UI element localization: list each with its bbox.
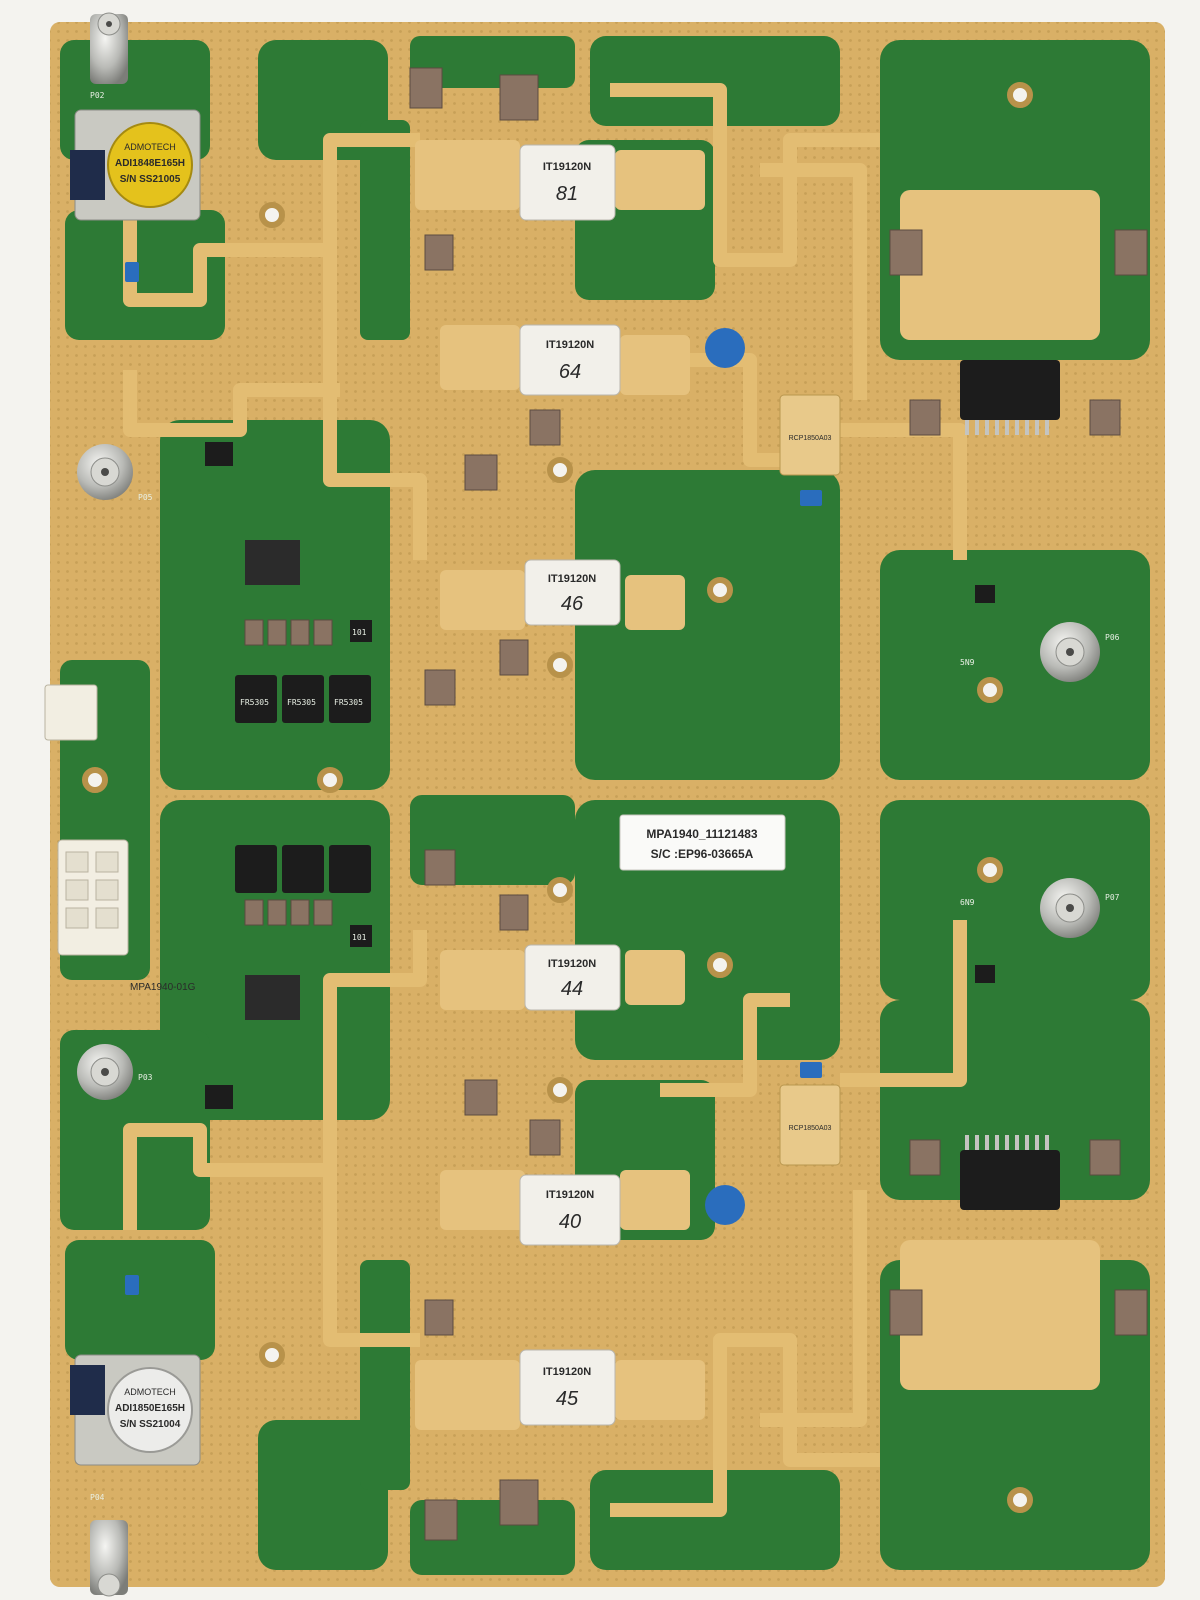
isolator-top: ADMOTECH ADI1848E165H S/N SS21005 xyxy=(70,109,201,221)
coupler-bottom: RCP1850A03 xyxy=(779,1084,841,1166)
port-label-p06: P06 xyxy=(1105,633,1120,642)
transistor-4-note: 44 xyxy=(561,978,583,1000)
transistor-2: IT19120N 64 xyxy=(519,324,621,396)
transistor-1: IT19120N 81 xyxy=(519,144,616,221)
transistor-3-note: 46 xyxy=(561,593,584,615)
port-label-p07: P07 xyxy=(1105,893,1120,902)
port-labels: P02 P05 P03 P04 P06 P07 xyxy=(90,91,1120,1502)
isolator-top-model: ADI1848E165H xyxy=(115,158,185,169)
power-transistors-top: FR5305 FR5305 FR5305 xyxy=(235,675,371,723)
inductor-mark-1: 101 xyxy=(352,628,367,637)
mosfet-top-3: FR5305 xyxy=(334,698,363,707)
port-label-p05: P05 xyxy=(138,493,153,502)
sma-small-1: 5N9 xyxy=(960,658,975,667)
transistor-5: IT19120N 40 xyxy=(519,1174,621,1246)
port-label-p02: P02 xyxy=(90,91,105,100)
power-connector xyxy=(57,839,129,956)
rf-traces xyxy=(123,83,967,1517)
small-components: 101 101 5N9 6N9 xyxy=(205,442,995,1109)
sma-small-2: 6N9 xyxy=(960,898,975,907)
sma-connector-p03 xyxy=(77,1044,133,1100)
coupler-top: RCP1850A03 xyxy=(779,394,841,476)
label-sticker: MPA1940_11121483 S/C :EP96-03665A xyxy=(619,814,786,871)
transistor-6-note: 45 xyxy=(556,1388,579,1410)
mosfet-top-2: FR5305 xyxy=(287,698,316,707)
mounting-holes xyxy=(82,82,1033,1513)
mosfet-top-1: FR5305 xyxy=(240,698,269,707)
isolator-bottom-brand: ADMOTECH xyxy=(124,1387,176,1397)
inductor-mark-2: 101 xyxy=(352,933,367,942)
port-label-p03: P03 xyxy=(138,1073,153,1082)
driver-ic-top xyxy=(960,360,1060,435)
isolator-bottom: ADMOTECH ADI1850E165H S/N SS21004 xyxy=(70,1354,201,1466)
coupler-bottom-label: RCP1850A03 xyxy=(789,1125,832,1132)
sma-connector-p04 xyxy=(90,1520,128,1597)
sma-connector-p06 xyxy=(1040,622,1100,682)
transistor-3-part: IT19120N xyxy=(548,573,596,585)
transistor-5-note: 40 xyxy=(559,1211,581,1233)
isolator-top-serial: S/N SS21005 xyxy=(120,174,181,185)
coupler-top-label: RCP1850A03 xyxy=(789,435,832,442)
transistor-2-part: IT19120N xyxy=(546,339,594,351)
transistor-4-part: IT19120N xyxy=(548,958,596,970)
transistor-4: IT19120N 44 xyxy=(524,944,621,1011)
driver-ic-bottom xyxy=(960,1135,1060,1210)
sma-connector-p02 xyxy=(90,12,128,84)
isolator-bottom-model: ADI1850E165H xyxy=(115,1403,185,1414)
isolator-bottom-serial: S/N SS21004 xyxy=(120,1419,181,1430)
transistor-1-note: 81 xyxy=(556,183,578,205)
transistor-2-note: 64 xyxy=(559,361,581,383)
transistor-5-part: IT19120N xyxy=(546,1189,594,1201)
power-transistors-bottom xyxy=(235,845,371,893)
capacitors xyxy=(244,67,1148,1541)
sma-connector-p07 xyxy=(1040,878,1100,938)
transistor-6: IT19120N 45 xyxy=(519,1349,616,1426)
signal-connector xyxy=(44,684,98,741)
transistor-pads xyxy=(415,140,1100,1430)
transistor-6-part: IT19120N xyxy=(543,1366,591,1378)
transistor-3: IT19120N 46 xyxy=(524,559,621,626)
board-marking: MPA1940-01G xyxy=(130,982,196,993)
label-sticker-line1: MPA1940_11121483 xyxy=(646,827,758,841)
transistor-1-part: IT19120N xyxy=(543,161,591,173)
port-label-p04: P04 xyxy=(90,1493,105,1502)
isolator-top-brand: ADMOTECH xyxy=(124,142,176,152)
label-sticker-line2: S/C :EP96-03665A xyxy=(651,847,754,861)
blue-adjustment-dots xyxy=(125,262,822,1295)
sma-connector-p05 xyxy=(77,444,133,500)
